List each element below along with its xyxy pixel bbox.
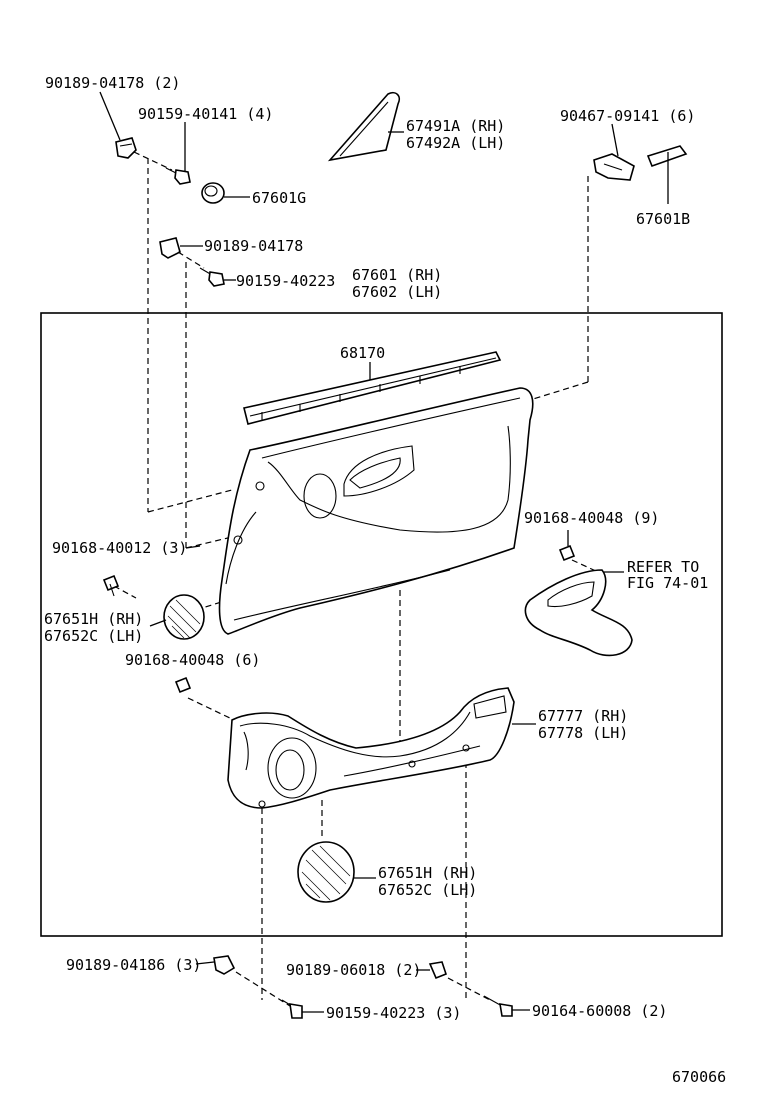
label-refer-to: REFER TO (627, 558, 699, 576)
label-67651h-rh-lower: 67651H (RH) (378, 864, 477, 882)
label-90189-04178-2: 90189-04178 (2) (45, 74, 180, 92)
label-67652c-lh-upper: 67652C (LH) (44, 627, 143, 645)
speaker-grille-upper-icon (163, 594, 205, 640)
label-67652c-lh-lower: 67652C (LH) (378, 881, 477, 899)
screw-90168-40012-icon (102, 574, 120, 597)
door-trim-lower-icon (227, 687, 515, 809)
label-67601-rh: 67601 (RH) (352, 266, 442, 284)
label-67602-lh: 67602 (LH) (352, 283, 442, 301)
label-67778-lh: 67778 (LH) (538, 724, 628, 742)
label-90189-04178: 90189-04178 (204, 237, 303, 255)
label-90189-06018-2: 90189-06018 (2) (286, 961, 421, 979)
door-trim-upper-icon (218, 387, 534, 635)
label-90189-04186-3: 90189-04186 (3) (66, 956, 201, 974)
clip-90189-06018-icon (428, 961, 447, 980)
label-90164-60008-2: 90164-60008 (2) (532, 1002, 667, 1020)
label-90467-09141-6: 90467-09141 (6) (560, 107, 695, 125)
clip-90467-09141-icon (593, 153, 635, 181)
label-67651h-rh-upper: 67651H (RH) (44, 610, 143, 628)
screw-90159-40223-icon (199, 267, 225, 287)
leader-p8 (611, 123, 619, 157)
leader-p14 (149, 619, 167, 627)
diagram-number: 670066 (672, 1068, 726, 1086)
weatherstrip-68170-icon (243, 351, 502, 425)
clip-90189-04178-b-icon (159, 237, 181, 259)
label-67492a-lh: 67492A (LH) (406, 134, 505, 152)
clip-90189-04186-icon (213, 955, 236, 975)
assembly-frame (40, 312, 723, 937)
dash-clip-screw (133, 151, 173, 171)
cap-67601g-icon (201, 182, 225, 204)
label-90168-40012-3: 90168-40012 (3) (52, 539, 187, 557)
label-67491a-rh: 67491A (RH) (406, 117, 505, 135)
label-67601b: 67601B (636, 210, 690, 228)
dash-screw-15 (187, 697, 235, 721)
label-90159-40223: 90159-40223 (236, 272, 335, 290)
leader-p1 (99, 91, 121, 141)
label-90159-40223-3: 90159-40223 (3) (326, 1004, 461, 1022)
leader-p18 (195, 961, 215, 965)
screw-90168-40048-9-icon (558, 544, 576, 562)
dash-bottom-left-clip (235, 971, 291, 1007)
dash-screw-12 (113, 585, 137, 599)
screw-90159-40141-icon (165, 167, 191, 185)
label-68170: 68170 (340, 344, 385, 362)
leader-p11 (185, 545, 201, 549)
dash-h-right (529, 381, 589, 401)
label-90159-40141-4: 90159-40141 (4) (138, 105, 273, 123)
inside-handle-bezel-icon (524, 569, 633, 657)
dash-h-left (147, 489, 233, 513)
pin-67601b-icon (646, 145, 688, 168)
screw-90159-40223-3-icon (281, 999, 303, 1019)
label-90168-40048-6: 90168-40048 (6) (125, 651, 260, 669)
label-67601g: 67601G (252, 189, 306, 207)
screw-90168-40048-6-icon (174, 676, 192, 694)
speaker-grille-lower-icon (297, 841, 355, 903)
screw-90164-60008-icon (483, 995, 513, 1017)
dash-clip-screw-b (177, 251, 205, 269)
dash-bottom-right-screw (447, 977, 491, 1001)
label-fig-74-01: FIG 74-01 (627, 574, 708, 592)
clip-90189-04178-icon (115, 137, 137, 159)
mirror-garnish-67491a-icon (327, 91, 401, 162)
label-90168-40048-9: 90168-40048 (9) (524, 509, 659, 527)
label-67777-rh: 67777 (RH) (538, 707, 628, 725)
